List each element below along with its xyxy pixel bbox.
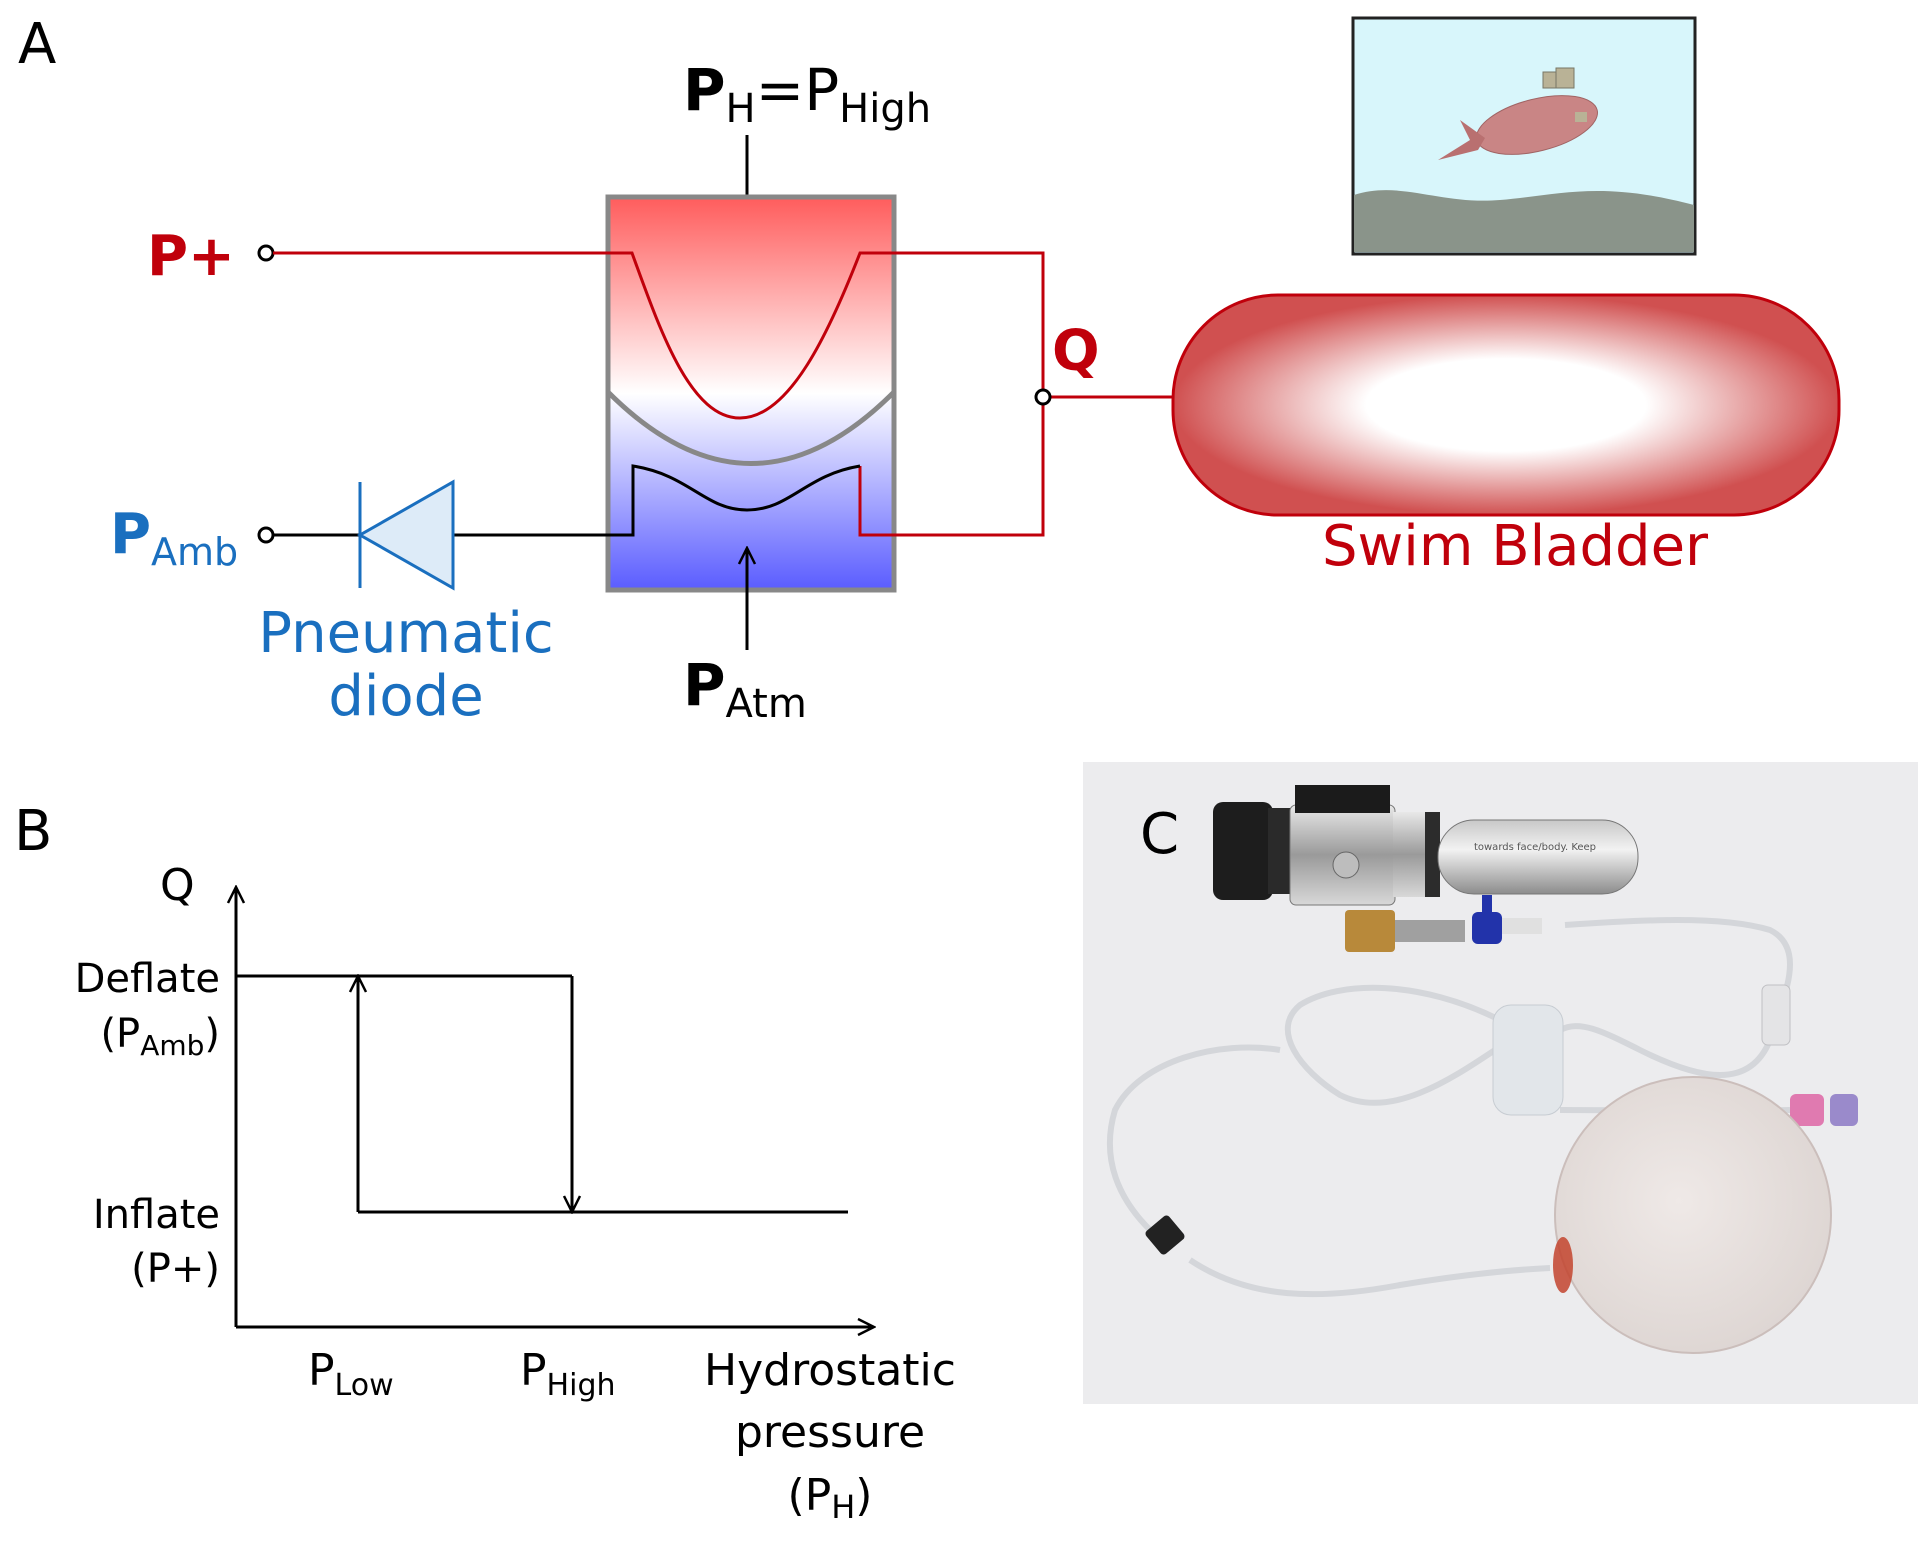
x-axis-title-3: (PH): [788, 1470, 873, 1526]
pamb-label: PAmb: [110, 502, 238, 574]
black-fitting: [1145, 1215, 1185, 1255]
panel-b-label: B: [14, 799, 52, 864]
phigh-label: PHigh: [520, 1345, 616, 1403]
deflate-sub-label: (PAmb): [100, 1011, 220, 1062]
swim-bladder-label: Swim Bladder: [1322, 514, 1709, 579]
p-plus-terminal: [257, 244, 275, 262]
membrane: [606, 390, 896, 466]
inflate-label: Inflate: [93, 1192, 220, 1238]
luer-fitting: [1761, 984, 1791, 1046]
stopcock-icon: [1472, 895, 1542, 944]
q-label: Q: [1052, 319, 1100, 384]
soft-valve: [1492, 1004, 1564, 1116]
deflate-label: Deflate: [75, 956, 220, 1002]
hysteresis-curve: [236, 976, 848, 1212]
panel-b: B Q Deflate (PAmb) Inflate (P+) PLow PHi…: [14, 799, 956, 1526]
fish-icon: [1438, 67, 1598, 160]
swim-bladder: [1171, 293, 1841, 517]
panel-a-label: A: [18, 12, 56, 77]
diode-label-2: diode: [328, 664, 483, 729]
plow-label: PLow: [308, 1345, 394, 1403]
p-plus-line: [273, 251, 1045, 537]
x-axis-title-2: pressure: [735, 1407, 925, 1458]
ph-label: PH=PHigh: [683, 56, 931, 132]
valve-chamber: [605, 194, 897, 593]
panel-c: C towards face/body. Keep: [1083, 762, 1918, 1404]
pink-fitting: [1790, 1094, 1824, 1126]
purple-fitting: [1830, 1094, 1858, 1126]
glue-joint: [1553, 1237, 1573, 1293]
x-axis-title-1: Hydrostatic: [704, 1345, 956, 1396]
cartridge-text: towards face/body. Keep: [1474, 842, 1596, 853]
regulator: [1213, 785, 1440, 906]
panel-c-label: C: [1140, 802, 1179, 867]
fish-inset: [1351, 16, 1697, 256]
p-plus-label: P+: [147, 224, 235, 289]
connector: [1395, 920, 1465, 942]
patm-label: PAtm: [683, 651, 807, 727]
seat-line: [450, 464, 861, 537]
co2-cartridge: towards face/body. Keep: [1437, 819, 1639, 895]
balloon-disc: [1554, 1076, 1832, 1354]
panel-a: A PH=PHigh P+ PAmb Pneumatic diode PAtm …: [18, 12, 1841, 729]
inflate-sub-label: (P+): [131, 1246, 220, 1292]
y-axis-label: Q: [160, 860, 195, 911]
pamb-terminal: [257, 526, 275, 544]
brass-fitting: [1345, 910, 1395, 952]
diode-label-1: Pneumatic: [258, 601, 553, 666]
diode-icon: [356, 479, 455, 591]
q-terminal: [1034, 388, 1052, 406]
